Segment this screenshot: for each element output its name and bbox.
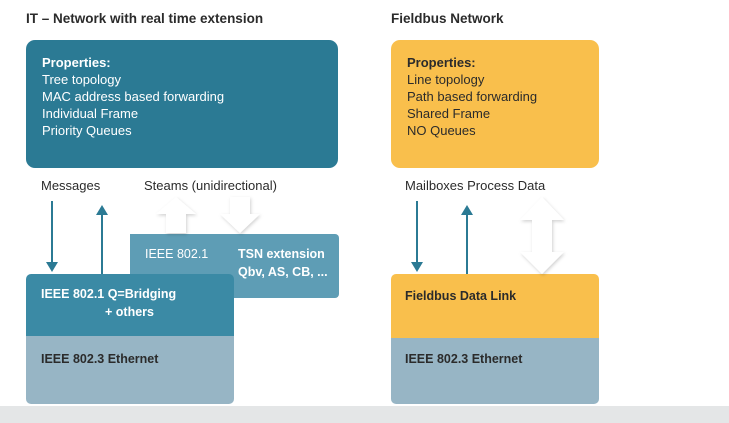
mailbox-up-arrow-icon: [461, 205, 473, 274]
messages-label: Messages: [41, 178, 101, 193]
streams-up-block-arrow-icon: [156, 197, 196, 233]
mailbox-down-arrow-icon: [411, 201, 423, 272]
fieldbus-properties-box: Properties: Line topology Path based for…: [391, 40, 599, 168]
it-ethernet-box: [26, 336, 234, 404]
messages-down-arrow-icon: [46, 201, 58, 272]
it-properties-box: Properties: Tree topology MAC address ba…: [26, 40, 338, 168]
fieldbus-datalink-label: Fieldbus Data Link: [405, 289, 517, 303]
messages-up-arrow-icon: [96, 205, 108, 274]
fieldbus-property-line: Line topology: [407, 72, 485, 87]
fieldbus-datalink-box: [391, 274, 599, 338]
it-network-title: IT – Network with real time extension: [26, 11, 264, 26]
streams-down-block-arrow-icon: [220, 197, 260, 233]
mailboxes-label: Mailboxes Process Data: [405, 178, 546, 193]
it-property-line: Individual Frame: [42, 106, 139, 121]
streams-label: Steams (unidirectional): [144, 178, 277, 193]
bridging-box: [26, 274, 234, 336]
fieldbus-ethernet-box: [391, 338, 599, 404]
fieldbus-ethernet-label: IEEE 802.3 Ethernet: [405, 352, 523, 366]
it-ethernet-label: IEEE 802.3 Ethernet: [41, 352, 159, 366]
bridging-label: IEEE 802.1 Q=Bridging: [41, 287, 177, 301]
it-property-line: MAC address based forwarding: [42, 89, 225, 104]
tsn-extension-sub: Qbv, AS, CB, ...: [238, 265, 328, 279]
fieldbus-network-title: Fieldbus Network: [391, 11, 504, 26]
fieldbus-properties-heading: Properties:: [407, 55, 476, 70]
ieee8021-label: IEEE 802.1: [145, 247, 209, 261]
fieldbus-property-line: Path based forwarding: [407, 89, 538, 104]
fieldbus-property-line: NO Queues: [407, 123, 476, 138]
it-properties-heading: Properties:: [42, 55, 111, 70]
process-data-double-arrow-icon: [520, 197, 564, 274]
tsn-extension-label: TSN extension: [238, 247, 325, 261]
bridging-sub: + others: [105, 305, 154, 319]
fieldbus-property-line: Shared Frame: [407, 106, 491, 121]
it-property-line: Priority Queues: [42, 123, 132, 138]
it-property-line: Tree topology: [42, 72, 122, 87]
